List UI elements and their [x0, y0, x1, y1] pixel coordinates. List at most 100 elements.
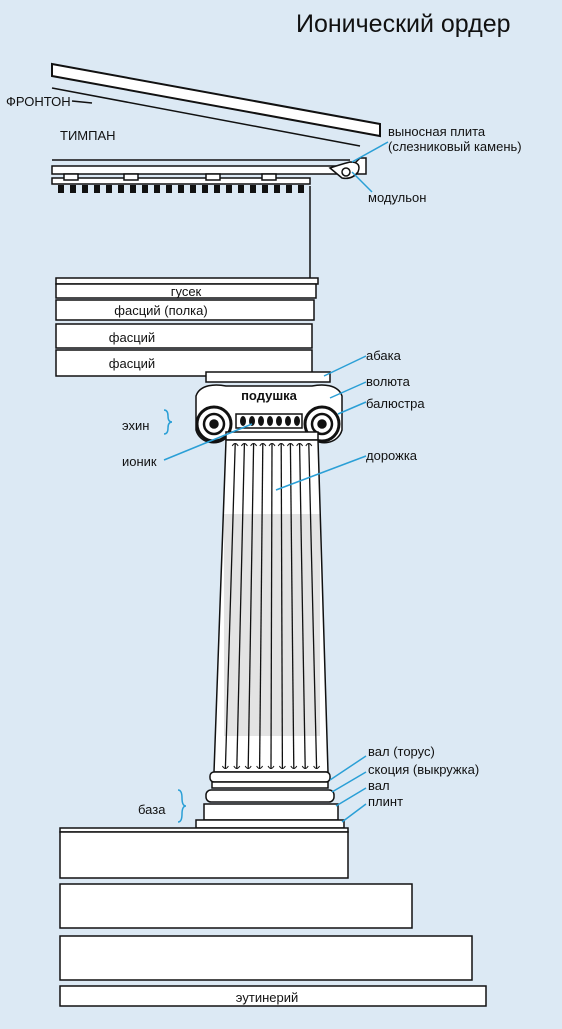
abacus-slab [205, 371, 331, 383]
flute-bottom-arc [278, 765, 286, 769]
egg [249, 416, 255, 426]
label-fillet: дорожка [366, 448, 418, 463]
leader-torus-2 [335, 787, 367, 807]
flute-bottom-arc [244, 765, 252, 769]
flute-top-arc [231, 443, 239, 447]
egg [267, 416, 273, 426]
dentil [226, 185, 232, 193]
modillion-block [123, 173, 139, 181]
leader-ionic [163, 423, 253, 461]
label-echinus: эхин [122, 418, 150, 433]
echinus-brace [163, 409, 173, 435]
dentil [130, 185, 136, 193]
leader-lines [71, 100, 389, 823]
flute-bottom-arc [301, 765, 309, 769]
flute-line [224, 443, 236, 769]
label-fascia-2: фасций [108, 356, 156, 371]
pediment-cornice [51, 62, 381, 138]
torus-lower [205, 789, 335, 803]
step-1 [59, 831, 349, 879]
leader-plinth [341, 803, 367, 823]
flute-bottom-arc [267, 765, 275, 769]
dentil [118, 185, 124, 193]
label-plinth: плинт [368, 794, 404, 809]
dentil [214, 185, 220, 193]
dentil [166, 185, 172, 193]
label-fascia-shelf: фасций (полка) [114, 303, 208, 318]
flute-line [258, 443, 264, 769]
flute-line [236, 443, 246, 769]
dentil [106, 185, 112, 193]
dentil [154, 185, 160, 193]
leader-abacus [323, 355, 367, 377]
flute-top-arc [305, 443, 313, 447]
dentil [142, 185, 148, 193]
plinth-foot [195, 819, 345, 829]
euthynteria-slab [59, 985, 487, 1007]
label-euthynteria: эутинерий [235, 990, 299, 1005]
flute-line [247, 443, 255, 769]
label-fascia-1: фасций [108, 330, 156, 345]
label-pediment: ФРОНТОН [6, 94, 71, 109]
flutes [221, 443, 321, 769]
dentil [274, 185, 280, 193]
leader-fillet [275, 455, 367, 491]
label-modillion: модульон [368, 190, 427, 205]
label-base: база [138, 802, 166, 817]
flute-bottom-arc [256, 765, 264, 769]
label-abacus: абака [366, 348, 401, 363]
flute-line [270, 443, 273, 769]
leader-torus [329, 755, 367, 781]
egg-and-dart [240, 416, 300, 426]
egg [258, 416, 264, 426]
label-tympanum: ТИМПАН [60, 128, 116, 143]
dentil [70, 185, 76, 193]
modillion-block [261, 173, 277, 181]
flute-top-arc [268, 443, 276, 447]
dentil [250, 185, 256, 193]
modillion-scroll [341, 167, 351, 177]
plinth-block [203, 803, 339, 821]
label-volute: волюта [366, 374, 410, 389]
flute-bottom-arc [233, 765, 241, 769]
cyma-band [55, 283, 317, 299]
flute-top-arc [259, 443, 267, 447]
column-base [195, 771, 345, 829]
label-torus: вал (торус) [368, 744, 435, 759]
dentil [82, 185, 88, 193]
leader-volute [329, 381, 367, 399]
dentil [286, 185, 292, 193]
fascia-band-1 [55, 323, 313, 349]
flute-top-arc [250, 443, 258, 447]
flute-bottom-arc [221, 765, 229, 769]
stylobate-steps [59, 827, 487, 1007]
label-pulvinus: подушка [241, 388, 297, 403]
leader-pediment [71, 100, 93, 104]
egg [240, 416, 246, 426]
modillion-block [63, 173, 79, 181]
torus-upper [209, 771, 331, 783]
dentil [178, 185, 184, 193]
dentil [298, 185, 304, 193]
label-baluster: балюстра [366, 396, 425, 411]
dentils [58, 173, 304, 193]
step-2 [59, 883, 413, 929]
modillion-block [205, 173, 221, 181]
dentil [94, 185, 100, 193]
base-brace [177, 789, 187, 823]
dentil-band [51, 177, 311, 185]
modillion-shape [328, 161, 360, 180]
fascia-shelf-band [55, 299, 315, 321]
flute-top-arc [277, 443, 285, 447]
volute-left-eye [209, 419, 219, 429]
volute-right-mid [310, 412, 334, 436]
flute-top-arc [296, 443, 304, 447]
egg [285, 416, 291, 426]
dentil [190, 185, 196, 193]
dentil [238, 185, 244, 193]
volute-right-eye [317, 419, 327, 429]
pediment [51, 62, 381, 185]
label-torus-2: вал [368, 778, 390, 793]
